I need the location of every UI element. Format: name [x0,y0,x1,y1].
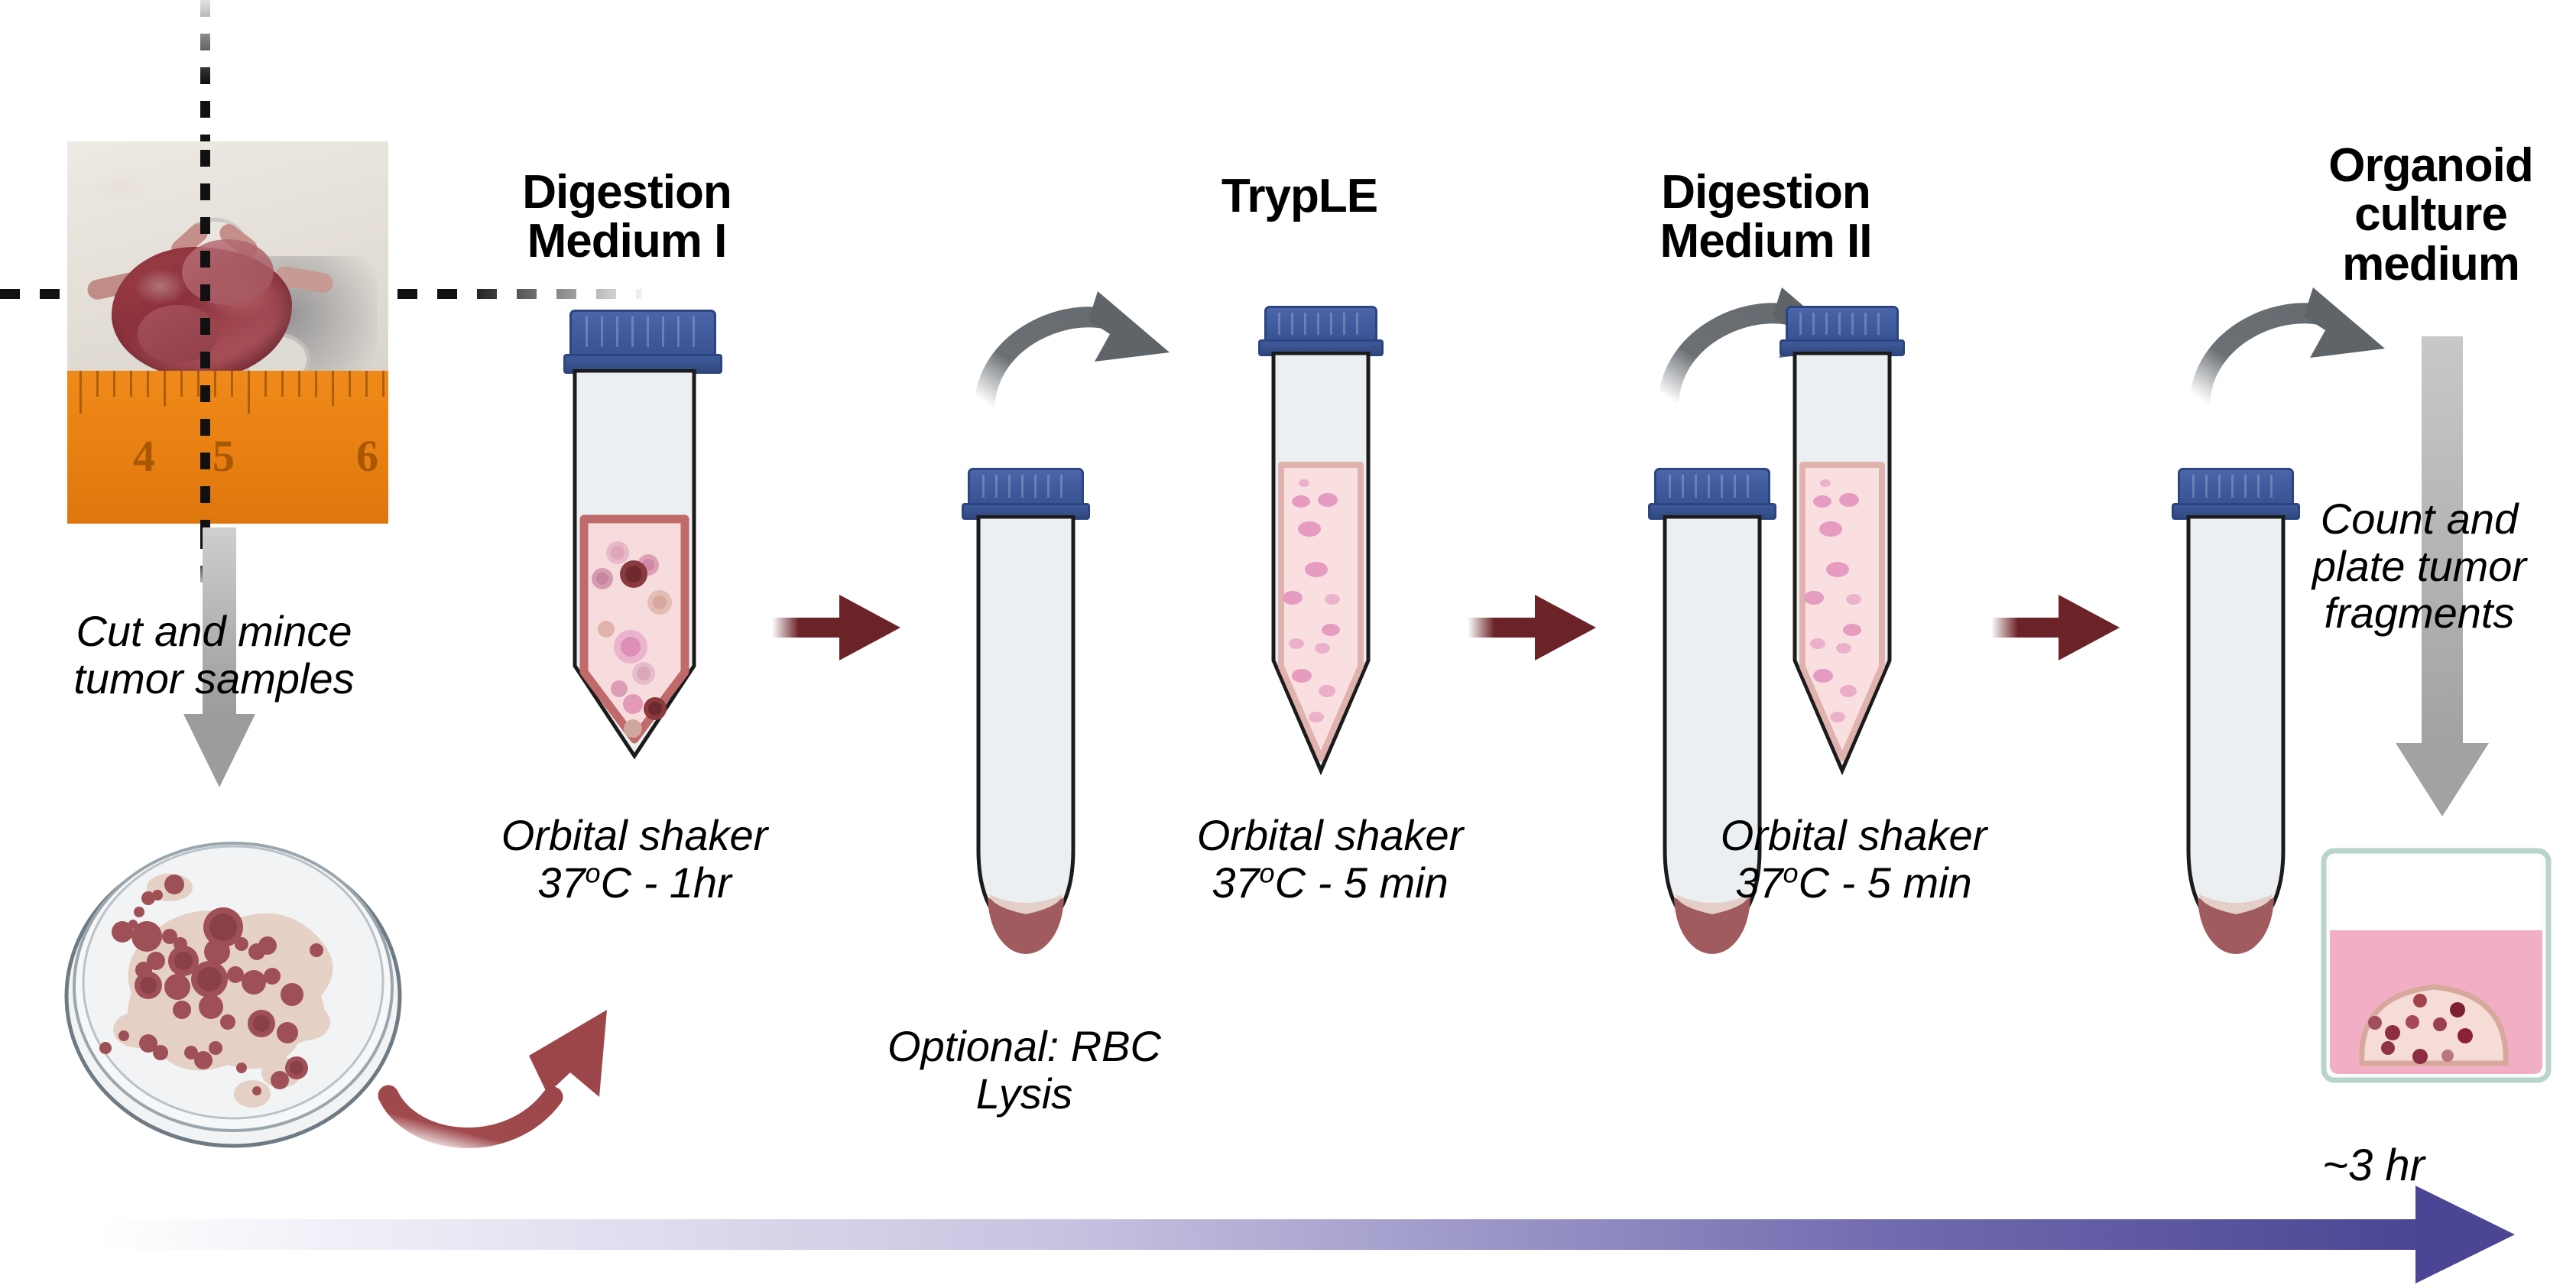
timeline-bar [99,1219,2419,1250]
red-arrow-2 [1468,595,1596,660]
sub-line1: Orbital shaker [1720,811,1987,859]
step-heading-digestion-medium-2: Digestion Medium II [1598,166,1934,268]
step-sub-tryple: Orbital shaker 37oC - 5 min [1124,812,1536,906]
step-sub-organoid-culture-medium: Count and plate tumor fragments [2263,495,2576,637]
sub-line2: 37oC - 1hr [451,856,818,907]
temp-value: 37 [537,858,586,907]
sub-line1: Optional: RBC [887,1022,1161,1070]
tube-wash-2 [1621,468,1804,972]
heading-line1: Digestion [1661,166,1870,219]
step-heading-organoid-culture-medium: Organoid culture medium [2286,141,2576,289]
ruler-number-6: 6 [356,431,378,481]
curved-red-arrow-dish-to-tube1 [378,1010,607,1148]
heading-line1: Digestion [522,166,732,219]
degree-icon: o [1783,856,1799,888]
step-heading-digestion-medium-1: Digestion Medium I [459,166,795,268]
sub-line2: 37oC - 5 min [1647,856,2060,907]
sub-line2: 37oC - 5 min [1124,856,1536,907]
heading-line2: Medium I [527,215,728,268]
temp-tail: C - 5 min [1798,858,1972,907]
down-arrow-plate [2396,336,2489,816]
sub-line1: Orbital shaker [501,811,768,859]
heading-line2: culture [2354,188,2508,242]
tube-body [1663,515,1762,954]
crosshair-vertical-top [200,0,210,150]
temp-value: 37 [1212,858,1260,907]
step-sub-digestion-medium-2: Orbital shaker 37oC - 5 min [1647,812,2060,906]
minced-tumor-petri-dish [64,842,402,1148]
step-sub-digestion-medium-1: Orbital shaker 37oC - 1hr [451,812,818,906]
heading-line2: Medium II [1659,215,1873,268]
tube-digestion-medium-1 [535,310,734,784]
temp-tail: C - 5 min [1274,858,1449,907]
down-arrow-mince [183,527,255,787]
crosshair-vertical-mid [200,150,210,532]
temp-tail: C - 1hr [600,858,732,907]
degree-icon: o [585,856,601,888]
curved-gray-arrow-1 [974,291,1170,414]
red-arrow-1 [772,595,900,660]
culture-well-with-dome [2321,848,2552,1083]
step-heading-tryple: TrypLE [1147,170,1452,222]
step-sub-rbc-lysis: Optional: RBC Lysis [795,1023,1254,1117]
ruler-number-4: 4 [133,431,155,481]
mince-caption: Cut and mince tumor samples [15,608,413,702]
mouse-tumor-photo: 4 5 6 [67,141,388,524]
mince-caption-line1: Cut and mince [76,607,352,655]
timeline-arrowhead [2415,1186,2515,1283]
tube-body [1271,352,1371,776]
tube-body [976,515,1075,954]
tube-digestion-medium-2 [1758,306,1934,795]
sub-line1: Orbital shaker [1196,811,1464,859]
mince-caption-line2: tumor samples [73,654,355,703]
heading-line1: TrypLE [1221,170,1378,222]
degree-icon: o [1259,856,1275,888]
tube-tryple [1237,306,1413,795]
ruler-number-5: 5 [213,431,235,481]
tube-wash-3 [2144,468,2328,972]
curved-gray-arrow-3 [2189,287,2385,410]
red-arrow-3 [1991,595,2120,660]
photo-ruler: 4 5 6 [67,371,388,524]
sub-line1: Count and [2320,495,2519,543]
temp-value: 37 [1735,858,1783,907]
sub-line2: Lysis [975,1069,1073,1118]
timeline-duration-label: ~3 hr [2322,1141,2425,1190]
sub-line2: plate tumor [2312,541,2527,590]
heading-line3: medium [2342,237,2520,290]
tube-body [2186,515,2286,954]
heading-line1: Organoid [2328,139,2534,192]
tube-body [1792,352,1892,776]
tube-rbc-lysis [934,468,1118,972]
sub-line3: fragments [2324,589,2515,638]
tube-body [573,369,696,760]
